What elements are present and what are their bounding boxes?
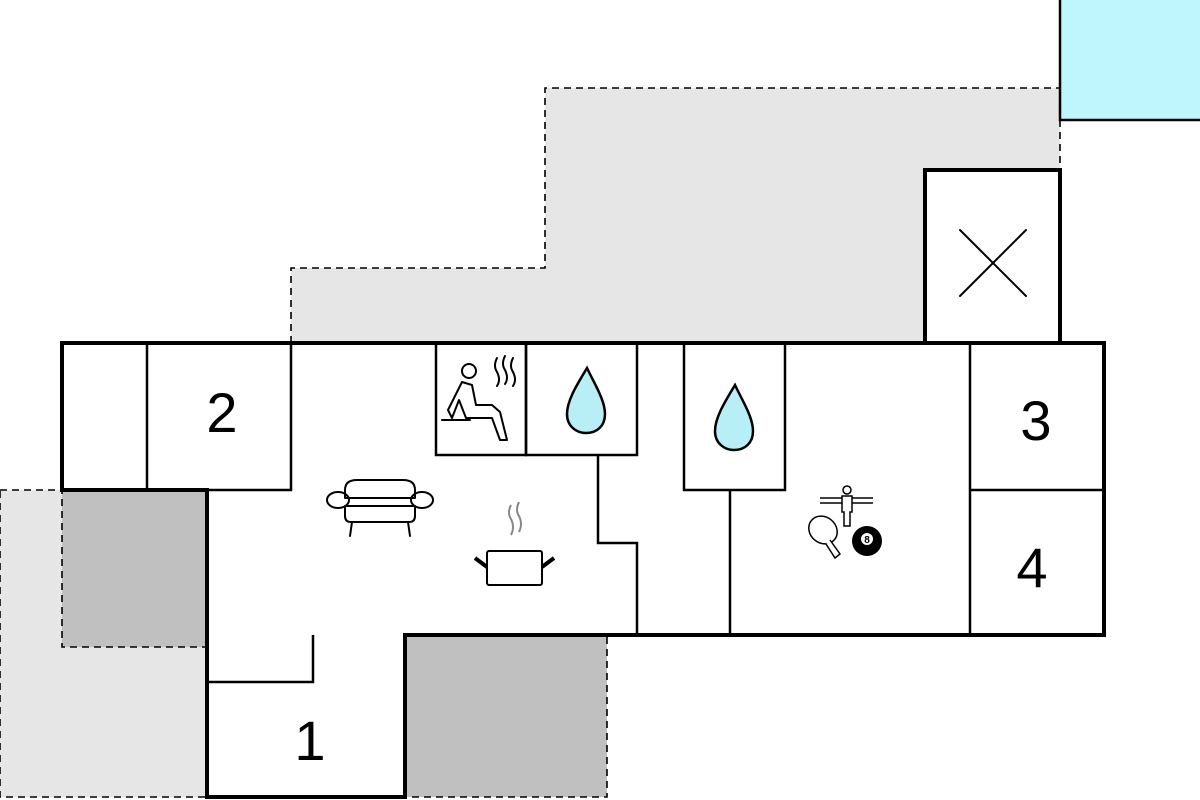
covered-terrace-south [404, 634, 608, 798]
interior-walls [145, 341, 1104, 684]
sauna-icon [441, 355, 516, 441]
room-number-3: 3 [1020, 389, 1051, 452]
no-access-room [923, 168, 1062, 345]
shower-icon [565, 365, 607, 435]
terrace-north [290, 87, 1061, 344]
room-number-1: 1 [294, 709, 325, 772]
shower-icon [713, 382, 755, 452]
cooking-pot-icon [473, 501, 556, 586]
games-icon: 8 [808, 485, 882, 560]
room-number-4: 4 [1016, 536, 1047, 599]
pool [1058, 0, 1200, 122]
no-access-cross-icon [959, 229, 1027, 297]
room-number-2: 2 [206, 381, 237, 444]
covered-terrace-west [61, 489, 208, 648]
billiard-ball-number: 8 [864, 535, 870, 546]
sofa-icon [326, 479, 434, 537]
building-outline [60, 341, 1106, 799]
